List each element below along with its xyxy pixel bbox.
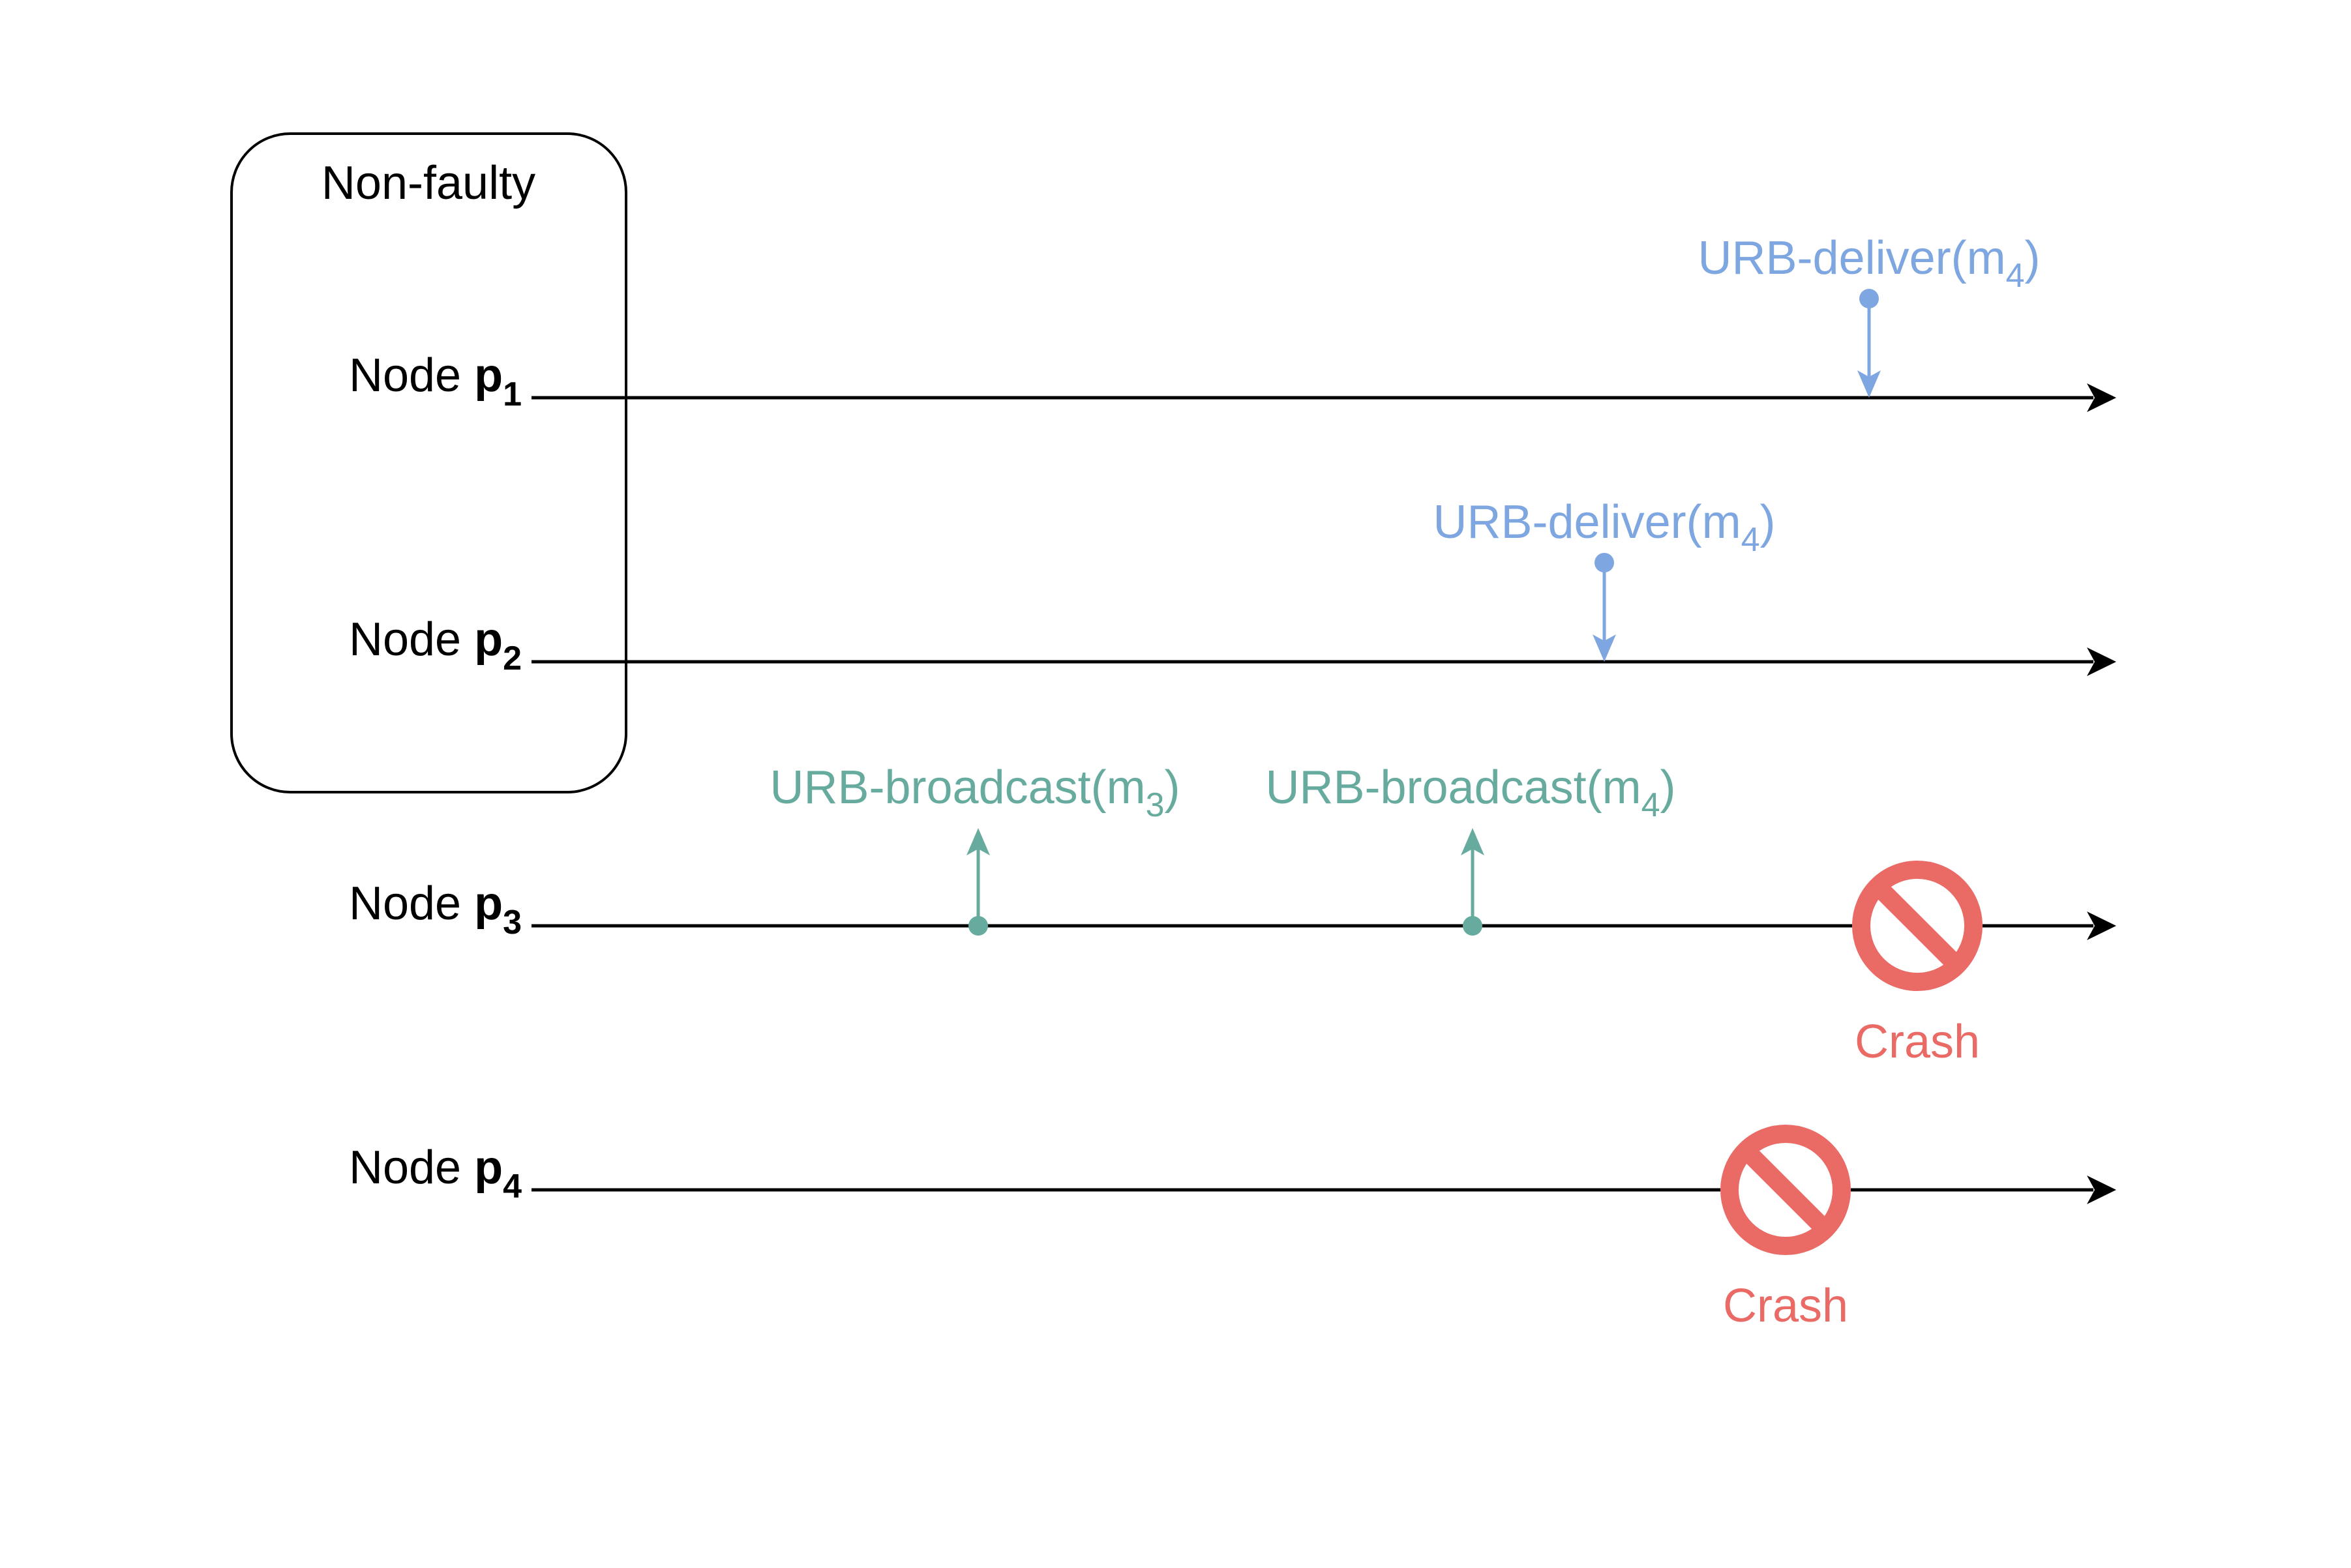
crash-label-p4: Crash	[1723, 1280, 1848, 1332]
deliver-label-p1: URB-deliver(m4)	[1698, 232, 2041, 295]
arrowhead-p3	[2087, 911, 2116, 940]
no-entry-icon	[1852, 861, 1983, 991]
broadcast-event-m4: URB-broadcast(m4)	[1265, 762, 1676, 936]
arrowhead-p2	[2087, 647, 2116, 676]
broadcast-arrowhead-m3	[966, 828, 990, 855]
deliver-event-p2: URB-deliver(m4)	[1433, 496, 1776, 662]
broadcast-label-m4: URB-broadcast(m4)	[1265, 762, 1675, 824]
timeline-p1: Node p1	[349, 349, 2116, 413]
timeline-p3: Node p3	[349, 878, 2116, 941]
broadcast-label-m3: URB-broadcast(m3)	[770, 762, 1180, 824]
broadcast-event-m3: URB-broadcast(m3)	[770, 762, 1180, 936]
timeline-p4: Node p4	[349, 1142, 2116, 1206]
non-faulty-label: Non-faulty	[322, 157, 535, 209]
deliver-event-p1: URB-deliver(m4)	[1698, 232, 2041, 398]
broadcast-arrowhead-m4	[1461, 828, 1484, 855]
node-label-p4: Node p4	[349, 1142, 522, 1206]
no-entry-icon	[1720, 1125, 1851, 1255]
deliver-label-p2: URB-deliver(m4)	[1433, 496, 1776, 559]
crash-p4: Crash	[1720, 1125, 1851, 1332]
timeline-p2: Node p2	[349, 614, 2116, 677]
node-label-p2: Node p2	[349, 614, 522, 677]
deliver-arrowhead-p1	[1857, 370, 1881, 398]
non-faulty-group-box	[230, 132, 627, 793]
crash-p3: Crash	[1852, 861, 1983, 1068]
crash-label-p3: Crash	[1855, 1016, 1980, 1068]
node-label-p1: Node p1	[349, 349, 522, 413]
arrowhead-p1	[2087, 383, 2116, 412]
node-label-p3: Node p3	[349, 878, 522, 941]
arrowhead-p4	[2087, 1176, 2116, 1204]
deliver-arrowhead-p2	[1593, 634, 1616, 662]
